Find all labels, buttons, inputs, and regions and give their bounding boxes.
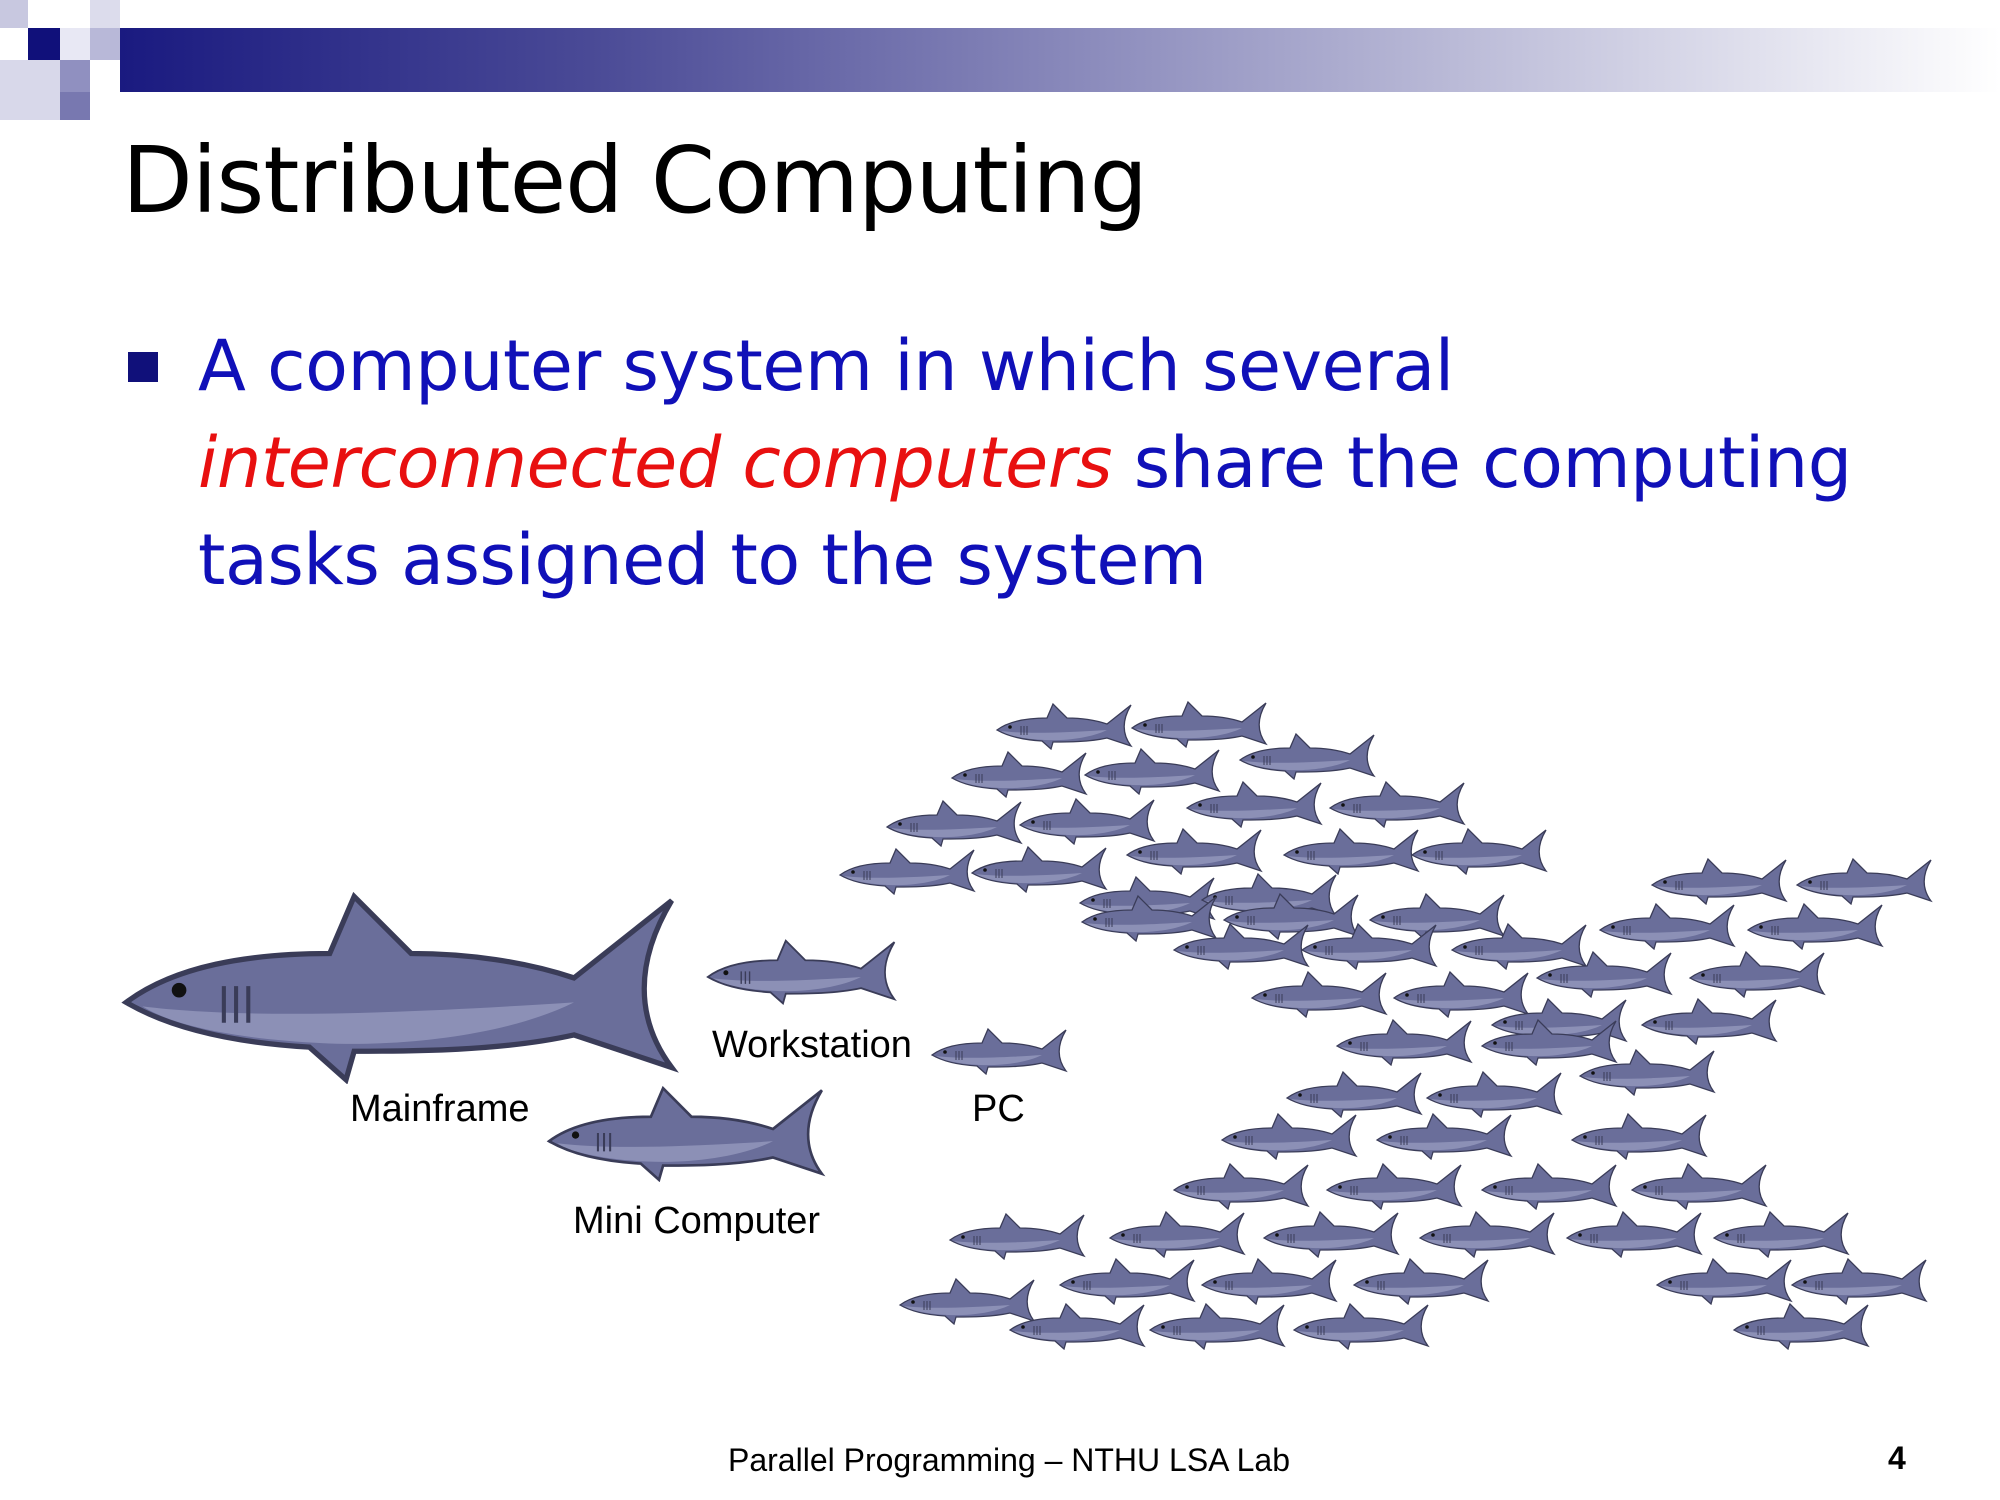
school-shark bbox=[1599, 903, 1735, 950]
school-shark bbox=[971, 846, 1107, 893]
school-shark bbox=[996, 703, 1132, 750]
school-shark bbox=[1651, 858, 1787, 905]
school-shark bbox=[1426, 1071, 1562, 1118]
school-shark bbox=[1631, 1163, 1767, 1210]
school-shark bbox=[1059, 1258, 1195, 1305]
decor-square bbox=[0, 0, 28, 28]
pc-shark bbox=[931, 1028, 1067, 1075]
school-shark bbox=[1173, 1163, 1309, 1210]
school-shark bbox=[1393, 971, 1529, 1018]
school-shark bbox=[1263, 1211, 1399, 1258]
slide-title: Distributed Computing bbox=[122, 127, 1148, 234]
bullet-part-2: share the computing tasks assigned to th… bbox=[198, 422, 1852, 601]
school-shark bbox=[1131, 701, 1267, 748]
school-shark bbox=[1336, 1019, 1472, 1066]
mini-computer-shark bbox=[547, 1086, 824, 1182]
school-shark bbox=[949, 1213, 1085, 1260]
school-shark bbox=[1713, 1211, 1849, 1258]
school-shark bbox=[1221, 1113, 1357, 1160]
footer-text: Parallel Programming – NTHU LSA Lab bbox=[728, 1442, 1291, 1478]
school-shark bbox=[1109, 1211, 1245, 1258]
school-shark bbox=[1329, 781, 1465, 828]
school-shark bbox=[1326, 1163, 1462, 1210]
school-shark bbox=[1369, 893, 1505, 940]
school-shark bbox=[1571, 1113, 1707, 1160]
school-shark bbox=[1641, 998, 1777, 1045]
decor-square bbox=[90, 0, 120, 28]
school-shark bbox=[1796, 858, 1932, 905]
school-shark bbox=[1251, 971, 1387, 1018]
decor-square bbox=[28, 28, 60, 60]
page-number: 4 bbox=[1888, 1440, 1906, 1476]
school-shark bbox=[1283, 828, 1419, 875]
decor-square bbox=[90, 28, 120, 60]
mainframe-label: Mainframe bbox=[350, 1088, 530, 1130]
bullet-emphasis: interconnected computers bbox=[198, 422, 1112, 504]
school-shark bbox=[1481, 1163, 1617, 1210]
school-shark bbox=[1791, 1258, 1927, 1305]
school-shark bbox=[1149, 1303, 1285, 1350]
school-shark bbox=[1293, 1303, 1429, 1350]
mainframe-shark bbox=[126, 897, 672, 1080]
school-shark bbox=[1186, 781, 1322, 828]
school-shark bbox=[1084, 748, 1220, 795]
school-shark bbox=[1019, 798, 1155, 845]
school-shark bbox=[1376, 1113, 1512, 1160]
bullet-square-icon bbox=[128, 352, 158, 382]
decor-square bbox=[60, 92, 90, 120]
bullet-text: A computer system in which several inter… bbox=[198, 318, 1918, 609]
decor-square bbox=[0, 60, 60, 120]
school-shark bbox=[886, 800, 1022, 847]
header-gradient-bar bbox=[120, 28, 2000, 92]
school-shark bbox=[839, 848, 975, 895]
school-shark bbox=[1451, 923, 1587, 970]
school-shark bbox=[1419, 1211, 1555, 1258]
school-shark bbox=[951, 751, 1087, 798]
school-shark bbox=[1747, 903, 1883, 950]
school-shark bbox=[1286, 1071, 1422, 1118]
workstation-shark bbox=[706, 939, 896, 1005]
school-shark bbox=[1733, 1303, 1869, 1350]
school-shark bbox=[1353, 1258, 1489, 1305]
bullet-part-1: A computer system in which several bbox=[198, 325, 1454, 407]
mini-computer-label: Mini Computer bbox=[573, 1200, 821, 1242]
school-shark bbox=[1656, 1258, 1792, 1305]
school-shark bbox=[1566, 1211, 1702, 1258]
school-shark bbox=[1201, 1258, 1337, 1305]
decor-square bbox=[60, 28, 90, 60]
school-shark bbox=[1689, 951, 1825, 998]
workstation-label: Workstation bbox=[712, 1024, 912, 1066]
pc-label: PC bbox=[972, 1088, 1025, 1130]
school-shark bbox=[1411, 828, 1547, 875]
school-shark bbox=[1009, 1303, 1145, 1350]
shark-school bbox=[839, 701, 1932, 1350]
school-shark bbox=[899, 1278, 1035, 1325]
